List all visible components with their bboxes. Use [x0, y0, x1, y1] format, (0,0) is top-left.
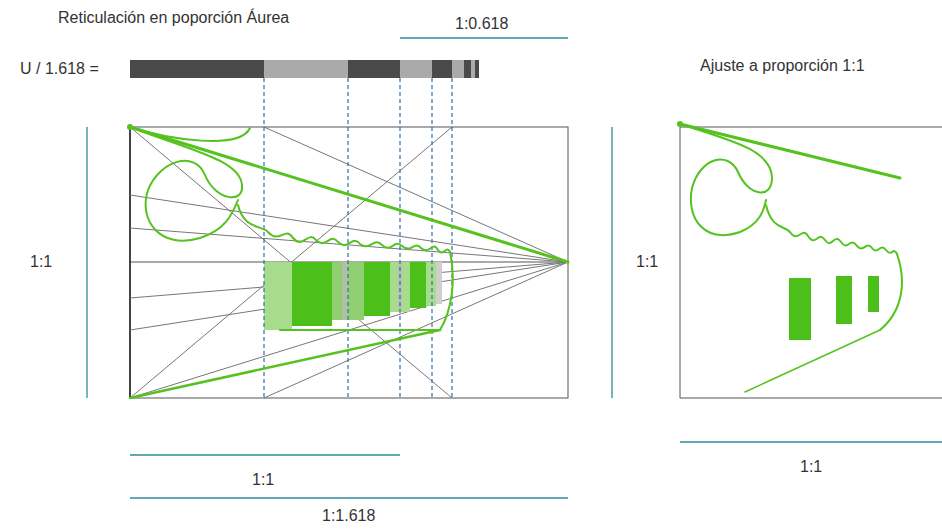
- square-signature: [677, 121, 902, 392]
- square-bars: [789, 276, 879, 340]
- green-signature: [127, 124, 568, 398]
- heading-label: Ajuste a proporción 1:1: [700, 56, 865, 75]
- golden-frame: [130, 127, 568, 398]
- dimension-lines: [87, 38, 942, 498]
- heading-label: Reticulación en poporción Áurea: [58, 8, 289, 27]
- ratio-label: 1:1: [252, 470, 274, 489]
- ratio-label: 1:1: [636, 252, 658, 271]
- green-bars: [264, 262, 442, 330]
- unit-label: U / 1.618 =: [20, 59, 99, 78]
- proportion-bar: [130, 60, 479, 78]
- square-frame: [680, 127, 942, 398]
- ratio-label: 1:1.618: [322, 506, 375, 525]
- ratio-label: 1:1: [30, 252, 52, 271]
- ratio-label: 1:0.618: [455, 14, 508, 33]
- construction-lines: [130, 127, 568, 398]
- ratio-label: 1:1: [800, 457, 822, 476]
